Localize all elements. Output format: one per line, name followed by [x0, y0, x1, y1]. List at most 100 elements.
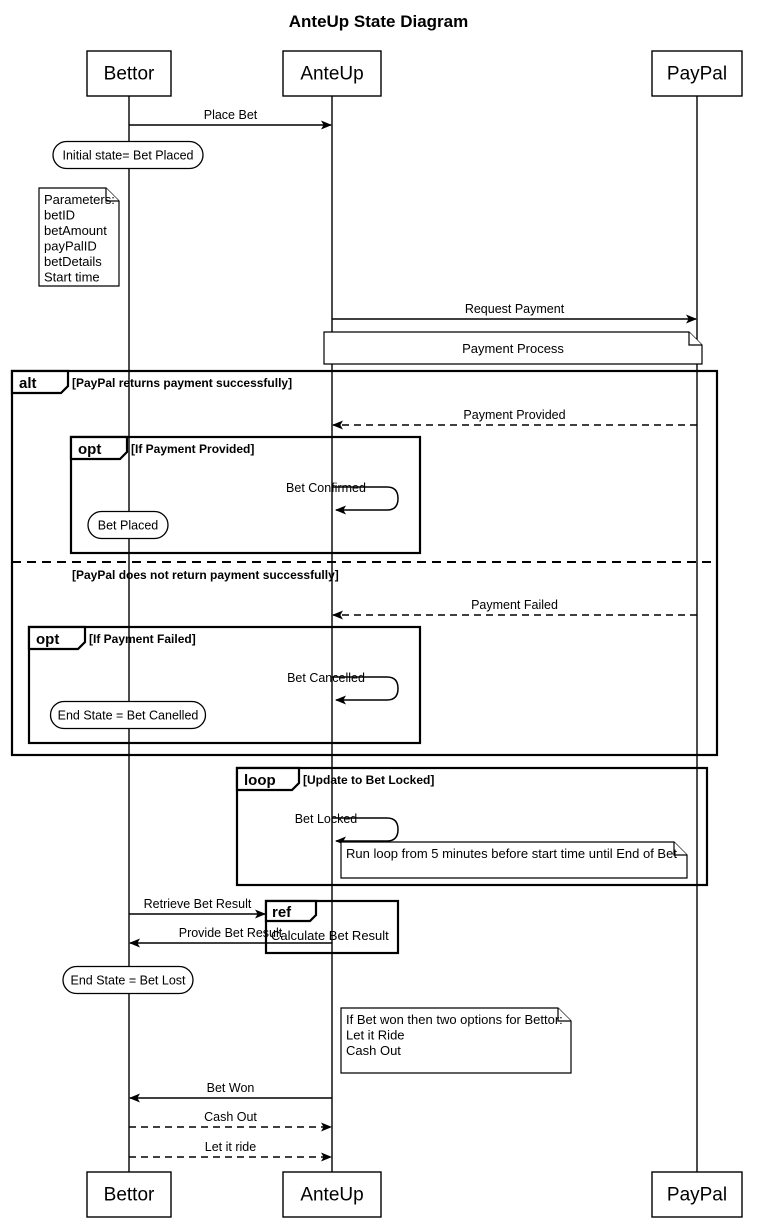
- note-bet-won-options-line: Let it Ride: [346, 1028, 405, 1043]
- message-bet-won[interactable]: Bet Won: [129, 1081, 332, 1103]
- self-message-line-bet-confirmed[interactable]: [332, 486, 399, 515]
- actor-head-paypal-top[interactable]: PayPal: [651, 50, 743, 97]
- state-bet-placed: Bet Placed: [87, 510, 169, 540]
- fragment-opt-payment-failed-keyword: opt: [36, 631, 59, 648]
- fragment-alt-keyword: alt: [19, 375, 37, 392]
- state-end-bet-lost-shape: [62, 965, 194, 995]
- message-payment-provided[interactable]: Payment Provided: [332, 408, 697, 430]
- message-cash-out[interactable]: Cash Out: [129, 1110, 332, 1132]
- message-let-it-ride[interactable]: Let it ride: [129, 1140, 332, 1162]
- svg-text:AnteUp State Diagram: AnteUp State Diagram: [289, 12, 468, 31]
- fragment-opt-payment-provided[interactable]: opt [If Payment Provided]: [69, 435, 422, 555]
- actor-box-bettor[interactable]: [86, 1171, 172, 1218]
- note-bet-won-options-body: [340, 1007, 572, 1074]
- actor-head-bettor-top[interactable]: Bettor: [86, 50, 172, 97]
- message-label-let-it-ride: Let it ride: [205, 1140, 256, 1154]
- actor-label-bettor: Bettor: [104, 1185, 155, 1206]
- actor-label-paypal: PayPal: [667, 64, 727, 85]
- actor-head-paypal-bottom[interactable]: PayPal: [651, 1171, 743, 1218]
- state-end-bet-lost: End State = Bet Lost: [62, 965, 194, 995]
- note-parameters-line: Parameters:: [44, 192, 115, 207]
- self-message-line-bet-locked[interactable]: [332, 817, 399, 846]
- state-end-bet-canelled-shape: [49, 700, 207, 730]
- message-place-bet[interactable]: Place Bet: [129, 108, 332, 130]
- fragment-opt-payment-failed-condition: [If Payment Failed]: [89, 632, 196, 646]
- state-initial-bet-placed: Initial state= Bet Placed: [52, 140, 204, 170]
- state-end-bet-canelled: End State = Bet Canelled: [49, 700, 207, 730]
- message-retrieve-bet-result[interactable]: Retrieve Bet Result: [129, 897, 266, 919]
- note-parameters-fold: [105, 188, 119, 202]
- actor-head-anteup-bottom[interactable]: AnteUp: [282, 1171, 382, 1218]
- note-payment-process-body: [323, 331, 703, 365]
- self-message-line-bet-cancelled[interactable]: [332, 676, 399, 705]
- message-payment-failed[interactable]: Payment Failed: [332, 598, 697, 620]
- message-request-payment[interactable]: Request Payment: [332, 302, 697, 324]
- self-message-label-bet-cancelled: Bet Cancelled: [287, 671, 365, 685]
- state-bet-placed-label: Bet Placed: [98, 519, 159, 533]
- actor-head-anteup-top[interactable]: AnteUp: [282, 50, 382, 97]
- fragment-ref-calculate-tab: [264, 899, 318, 923]
- message-provide-bet-result[interactable]: Provide Bet Result: [129, 926, 332, 948]
- state-end-bet-lost-label: End State = Bet Lost: [70, 974, 186, 988]
- note-bet-won-options-line: Cash Out: [346, 1043, 401, 1058]
- actor-head-bettor-bottom[interactable]: Bettor: [86, 1171, 172, 1218]
- self-message-bet-cancelled[interactable]: Bet Cancelled: [287, 671, 399, 705]
- self-message-label-bet-locked: Bet Locked: [295, 812, 358, 826]
- note-parameters-line: betDetails: [44, 254, 102, 269]
- fragment-opt-payment-provided-keyword: opt: [78, 441, 101, 458]
- note-parameters-line: betID: [44, 208, 75, 223]
- fragment-opt-payment-failed[interactable]: opt [If Payment Failed]: [27, 625, 422, 745]
- fragment-loop-bet-locked-condition: [Update to Bet Locked]: [303, 773, 434, 787]
- fragment-alt-else-condition: [PayPal does not return payment successf…: [72, 568, 339, 582]
- actor-label-paypal: PayPal: [667, 1185, 727, 1206]
- note-parameters-line: payPalID: [44, 239, 97, 254]
- note-parameters-line: Start time: [44, 270, 100, 285]
- actor-box-paypal[interactable]: [651, 1171, 743, 1218]
- actor-box-paypal[interactable]: [651, 50, 743, 97]
- fragment-opt-payment-provided-border[interactable]: [69, 435, 422, 555]
- actor-box-anteup[interactable]: [282, 50, 382, 97]
- fragment-ref-calculate-label: Calculate Bet Result: [271, 928, 389, 943]
- self-message-bet-locked[interactable]: Bet Locked: [295, 812, 399, 846]
- fragment-loop-bet-locked-border[interactable]: [235, 766, 709, 887]
- note-bet-won-options-fold: [557, 1008, 571, 1022]
- note-run-loop: Run loop from 5 minutes before start tim…: [340, 841, 688, 879]
- message-label-place-bet: Place Bet: [204, 108, 258, 122]
- note-bet-won-options-line: If Bet won then two options for Bettor:: [346, 1012, 563, 1027]
- message-label-payment-provided: Payment Provided: [463, 408, 565, 422]
- note-payment-process: Payment Process: [323, 331, 703, 365]
- self-message-bet-confirmed[interactable]: Bet Confirmed: [286, 481, 399, 515]
- note-run-loop-body: [340, 841, 688, 879]
- fragment-opt-payment-provided-tab: [69, 435, 129, 461]
- actor-label-bettor: Bettor: [104, 64, 155, 85]
- message-label-bet-won: Bet Won: [207, 1081, 255, 1095]
- fragment-alt-tab: [10, 369, 70, 395]
- message-label-request-payment: Request Payment: [465, 302, 565, 316]
- note-payment-process-fold: [688, 332, 702, 346]
- fragment-loop-bet-locked-tab: [235, 766, 301, 792]
- actor-box-bettor[interactable]: [86, 50, 172, 97]
- fragment-loop-bet-locked-keyword: loop: [244, 772, 276, 789]
- actor-box-anteup[interactable]: [282, 1171, 382, 1218]
- note-payment-process-line: Payment Process: [462, 341, 564, 356]
- message-label-provide-bet-result: Provide Bet Result: [179, 926, 283, 940]
- note-bet-won-options: If Bet won then two options for Bettor:L…: [340, 1007, 572, 1074]
- note-parameters-body: [38, 187, 120, 287]
- fragment-alt[interactable]: alt [PayPal returns payment successfully]…: [10, 369, 719, 757]
- message-label-cash-out: Cash Out: [204, 1110, 257, 1124]
- note-parameters-line: betAmount: [44, 223, 107, 238]
- state-initial-bet-placed-shape: [52, 140, 204, 170]
- page-title: AnteUp State Diagram: [289, 12, 468, 31]
- note-run-loop-fold: [673, 842, 687, 856]
- message-label-retrieve-bet-result: Retrieve Bet Result: [144, 897, 252, 911]
- actor-label-anteup: AnteUp: [300, 64, 363, 85]
- fragment-loop-bet-locked[interactable]: loop [Update to Bet Locked]: [235, 766, 709, 887]
- fragment-opt-payment-failed-border[interactable]: [27, 625, 422, 745]
- actor-label-anteup: AnteUp: [300, 1185, 363, 1206]
- fragment-ref-calculate-keyword: ref: [272, 904, 292, 921]
- note-parameters: Parameters:betIDbetAmountpayPalIDbetDeta…: [38, 187, 120, 287]
- fragment-opt-payment-provided-condition: [If Payment Provided]: [131, 442, 254, 456]
- fragment-alt-condition: [PayPal returns payment successfully]: [72, 376, 292, 390]
